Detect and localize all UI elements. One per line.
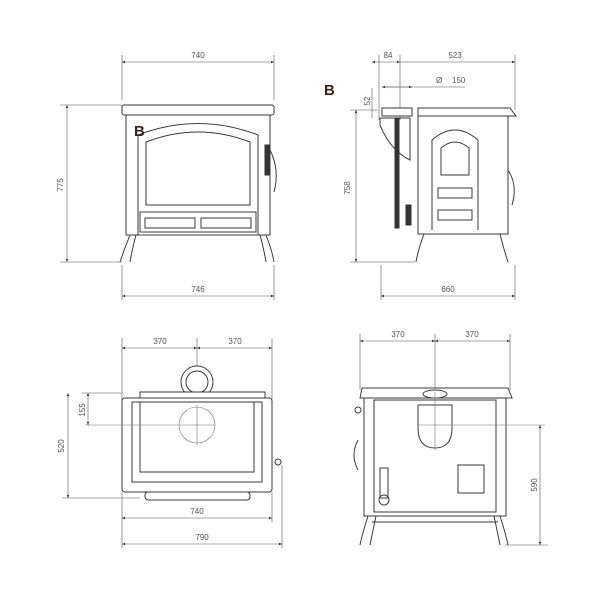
- dim-back-right-half: 370: [465, 330, 479, 339]
- dim-flue-height: 758: [343, 181, 352, 195]
- dim-front-height: 775: [56, 178, 65, 192]
- dim-flue-diameter: 150: [452, 76, 466, 85]
- marker-b-side: B: [324, 82, 335, 99]
- dim-front-width-bottom: 746: [191, 285, 205, 294]
- dim-front-width-top: 740: [191, 51, 205, 60]
- dim-flue-offset: 84: [384, 51, 393, 60]
- front-view: 740 775 746 B: [56, 51, 277, 300]
- dim-depth-top: 523: [448, 51, 462, 60]
- dim-back-flue-height: 590: [530, 478, 539, 492]
- dim-top-width-body: 740: [190, 507, 204, 516]
- dim-top-right-half: 370: [228, 337, 242, 346]
- side-view: B 84 523 Ø 150 52 758 660: [324, 51, 517, 300]
- dim-flue-height-offset: 52: [363, 96, 372, 105]
- top-view: 370 370 155 520 740 790: [57, 337, 283, 548]
- back-view: 370 370 590: [353, 330, 548, 546]
- dim-flue-depth: 155: [78, 403, 87, 417]
- dim-top-depth: 520: [57, 439, 66, 453]
- dim-top-width-total: 790: [195, 533, 209, 542]
- flue-diameter-symbol: Ø: [436, 76, 442, 85]
- marker-b-front: B: [134, 123, 145, 140]
- dim-top-left-half: 370: [153, 337, 167, 346]
- dim-depth-total: 660: [441, 285, 455, 294]
- dim-back-left-half: 370: [391, 330, 405, 339]
